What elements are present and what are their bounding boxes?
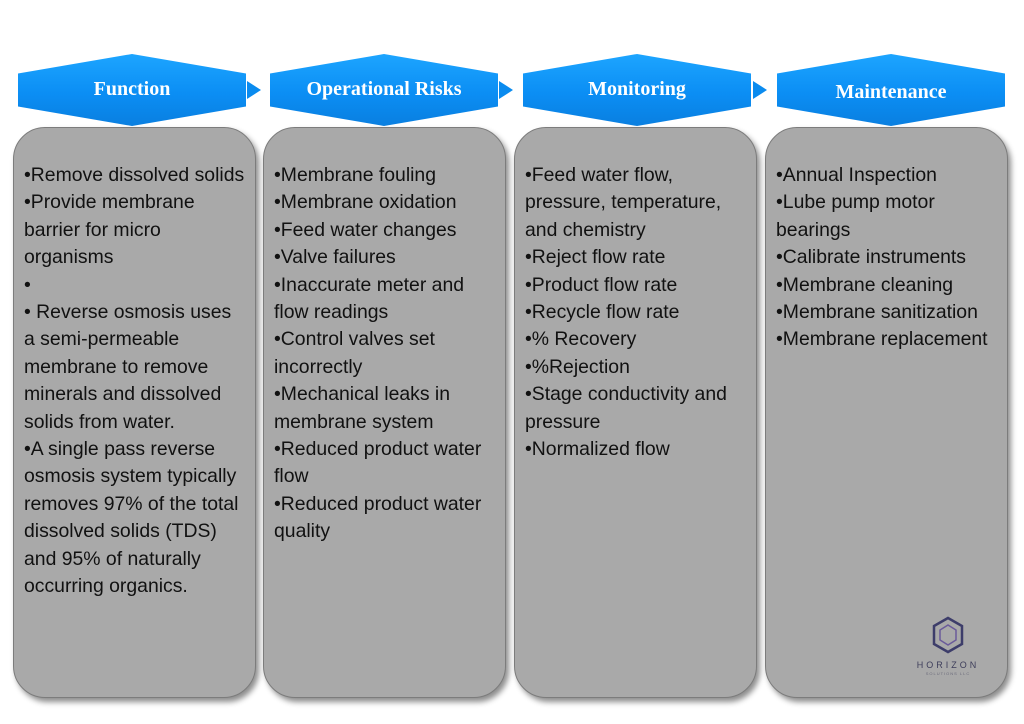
list-item: •Annual Inspection [776,164,937,186]
header-function: Function [18,54,246,126]
list-item: •Reduced product water quality [274,492,482,543]
header-operational-risks: Operational Risks [270,54,498,126]
list-item: •Recycle flow rate [525,301,680,324]
list-item: •Feed water changes [274,218,457,241]
list-item: •Remove dissolved solids [24,164,245,186]
header-label: Monitoring [588,77,686,100]
list-item: • [24,273,31,296]
header-monitoring: Monitoring [523,54,751,126]
list-item: •Valve failures [274,246,396,269]
arrow-connector-icon [247,81,261,99]
list-item: •Inaccurate meter and flow readings [274,273,465,324]
header-label: Operational Risks [306,77,462,100]
card-monitoring: •Feed water flow, pressure, temperature,… [514,127,757,698]
list-item: •Reject flow rate [525,246,666,269]
list-item: •Membrane fouling [274,164,436,186]
card-function: •Remove dissolved solids •Provide membra… [13,127,256,698]
header-label: Maintenance [835,80,947,103]
list-item: •Mechanical leaks in membrane system [274,383,451,433]
list-item: •Control valves set incorrectly [274,328,435,378]
logo-subtext: SOLUTIONS LLC [925,671,971,676]
header-label: Function [93,77,171,100]
arrow-connector-icon [753,81,767,99]
list-item: •Reduced product water flow [274,438,482,488]
list-item: •%Rejection [525,355,630,378]
list-item: •Membrane replacement [776,328,988,351]
list-item: •Membrane sanitization [776,301,978,324]
list-item: •% Recovery [525,328,637,351]
list-item: •Calibrate instruments [776,246,966,269]
horizon-logo: HORIZON SOLUTIONS LLC [908,616,988,680]
card-operational-risks: •Membrane fouling •Membrane oxidation •F… [263,127,506,698]
list-item: •Provide membrane barrier for micro orga… [24,191,195,269]
arrow-connector-icon [499,81,513,99]
list-item: •Lube pump motor bearings [776,191,935,241]
logo-wordmark: HORIZON [916,660,980,670]
list-item: •A single pass reverse osmosis system ty… [24,438,239,598]
list-item: •Membrane oxidation [274,191,457,214]
header-maintenance: Maintenance [777,54,1005,126]
list-item: •Feed water flow, pressure, temperature,… [525,164,722,241]
list-item: •Product flow rate [525,273,678,296]
card-maintenance: •Annual Inspection •Lube pump motor bear… [765,127,1008,698]
list-item: • Reverse osmosis uses a semi-permeable … [24,301,232,433]
list-item: •Stage conductivity and pressure [525,383,727,433]
hexagon-logo-icon [932,616,964,654]
list-item: •Membrane cleaning [776,273,954,296]
list-item: •Normalized flow [525,438,670,461]
